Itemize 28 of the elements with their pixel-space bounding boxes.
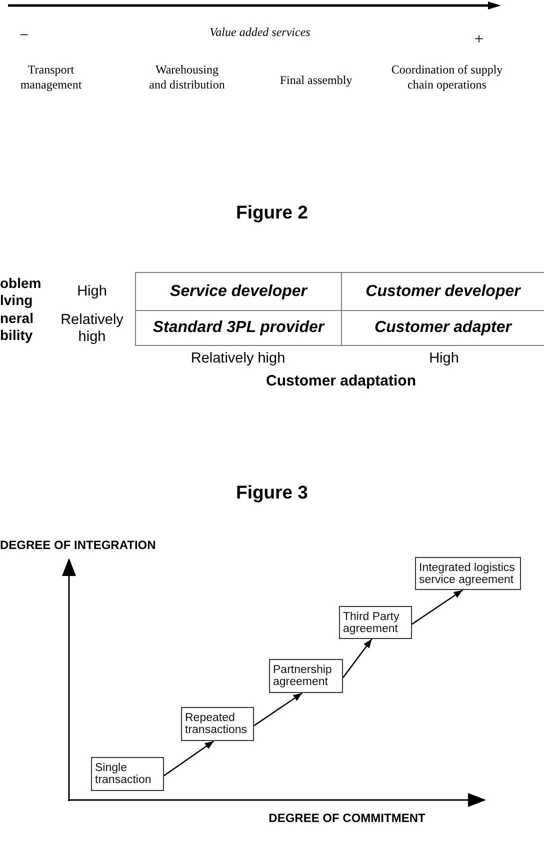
- axis-title: Customer adaptation: [266, 372, 416, 390]
- arrow: [412, 589, 464, 625]
- arrow: [342, 638, 372, 678]
- arrow: [164, 740, 214, 776]
- scale-label: Coordination of supply chain operations: [390, 62, 504, 92]
- arrow: [254, 692, 303, 726]
- stage-box: Third Party agreement: [339, 606, 412, 639]
- stage-box: Single transaction: [91, 757, 164, 791]
- figure-title: Figure 2: [236, 202, 308, 222]
- row-label: Relatively high: [60, 312, 124, 346]
- axis-title: DEGREE OF INTEGRATION: [0, 538, 156, 552]
- table-cell: Standard 3PL provider: [135, 310, 342, 346]
- row-label: High: [77, 284, 107, 300]
- scale-label: Final assembly: [280, 73, 352, 87]
- stage-box: Integrated logistics service agreement: [415, 557, 521, 590]
- scale-label: Warehousing and distribution: [148, 62, 226, 92]
- column-label: High: [429, 350, 459, 368]
- axis-title: DEGREE OF COMMITMENT: [268, 811, 426, 825]
- stage-box: Repeated transactions: [181, 707, 254, 741]
- plus-sign: +: [474, 31, 484, 49]
- axis-title: oblem lving neral bility: [0, 275, 42, 345]
- scale-title: Value added services: [210, 25, 310, 39]
- table-cell: Service developer: [135, 272, 342, 311]
- minus-sign: −: [19, 27, 29, 45]
- column-label: Relatively high: [190, 350, 286, 368]
- stage-box: Partnership agreement: [269, 659, 343, 693]
- figure-title: Figure 3: [236, 482, 308, 502]
- scale-label: Transport management: [19, 62, 83, 92]
